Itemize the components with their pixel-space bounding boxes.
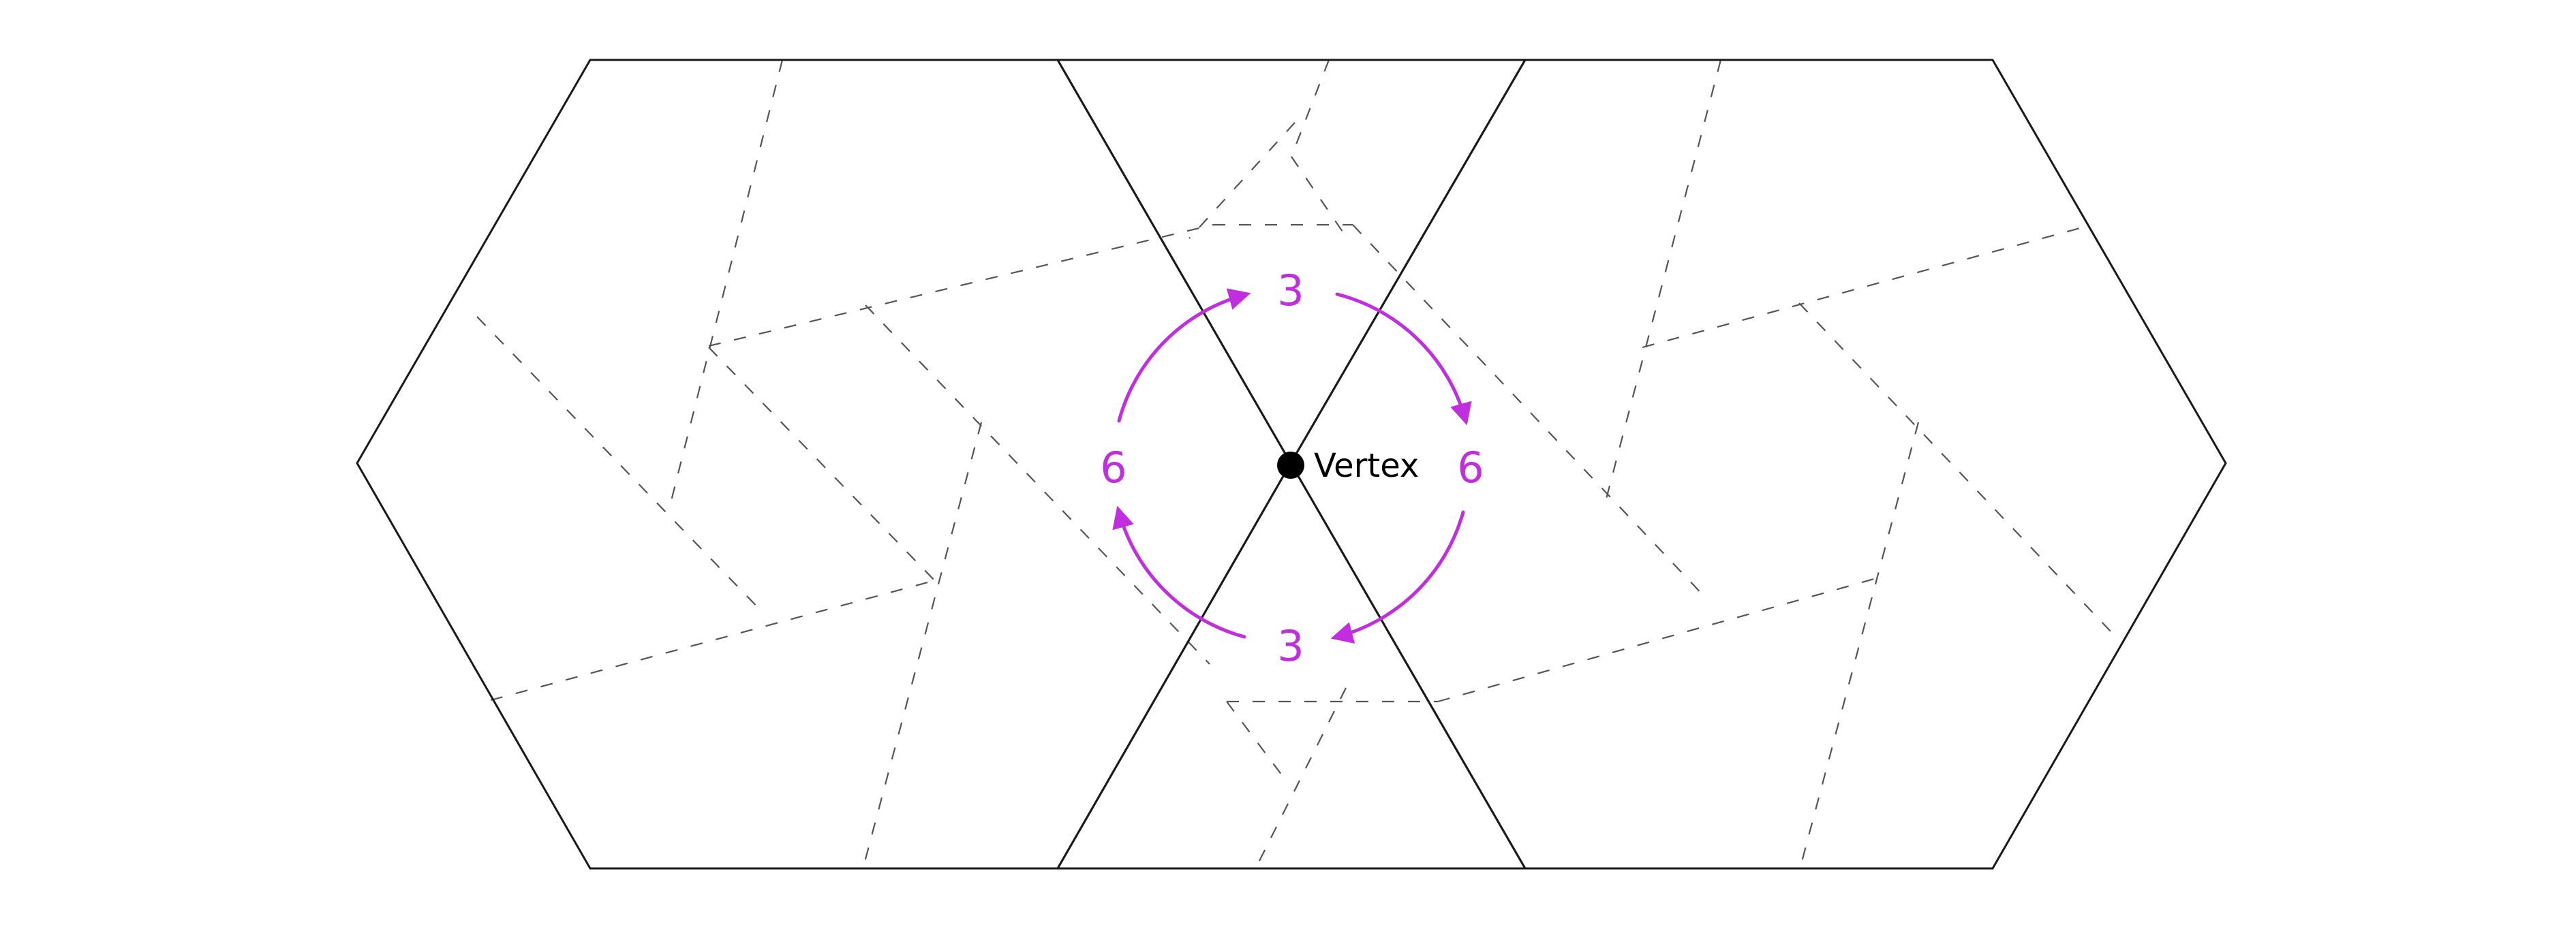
dashed-line: [708, 223, 1214, 347]
left-hexagon: [356, 59, 1292, 870]
dashed-line: [1604, 59, 1722, 505]
vertex-cycle-arrows: [1112, 288, 1472, 644]
dashed-line: [1798, 302, 2113, 634]
bottom-triangle: [1056, 460, 1527, 870]
dashed-line: [1642, 223, 2093, 349]
dashed-line: [476, 316, 764, 614]
dashed-pattern: [476, 59, 2113, 873]
dashed-line: [490, 578, 941, 702]
arrow-right-to-bottom: [1330, 510, 1465, 644]
dashed-line: [1352, 224, 1708, 600]
dashed-line: [861, 422, 983, 873]
dashed-line: [1290, 59, 1330, 157]
cycle-label-top: 3: [1277, 266, 1304, 315]
dashed-line: [708, 347, 939, 585]
dashed-line: [865, 304, 1210, 665]
arrow-left-to-top: [1117, 288, 1251, 423]
dashed-line: [1226, 701, 1289, 784]
cycle-label-bottom: 3: [1277, 621, 1304, 671]
right-hexagon: [1289, 59, 2227, 870]
vertex-point: [1277, 452, 1304, 479]
dashed-line: [1437, 578, 1875, 703]
cycle-label-left: 6: [1100, 443, 1126, 492]
dashed-line: [1189, 122, 1295, 239]
arrow-top-to-right: [1335, 292, 1472, 426]
dashed-line: [670, 59, 784, 501]
arrow-bottom-to-left: [1112, 505, 1246, 639]
cycle-label-right: 6: [1457, 443, 1484, 492]
dashed-line: [1798, 422, 1920, 873]
dashed-line: [1253, 687, 1347, 873]
cycle-labels: 3 6 3 6: [1100, 266, 1484, 671]
dashed-line: [1291, 156, 1343, 232]
top-triangle: [1056, 59, 1527, 465]
vertex-label: Vertex: [1314, 447, 1419, 485]
